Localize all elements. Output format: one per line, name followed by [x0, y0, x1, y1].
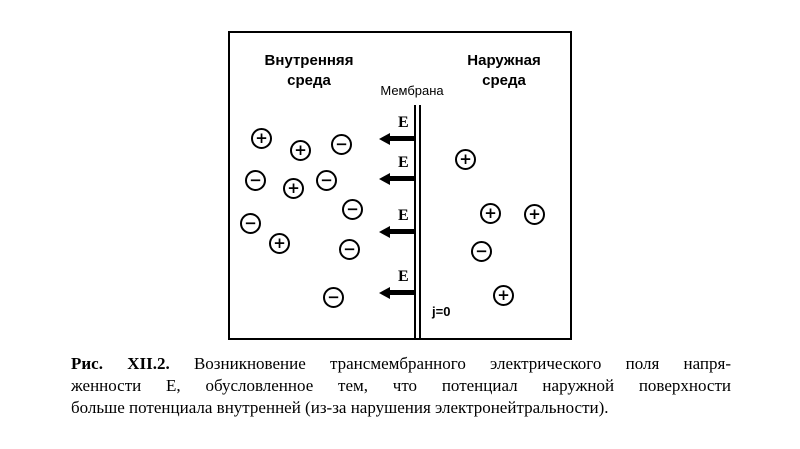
current-density-label: j=0: [432, 304, 451, 319]
positive-ion: +: [480, 203, 501, 224]
field-strength-label: E: [398, 114, 409, 131]
positive-ion: +: [290, 140, 311, 161]
arrowhead-icon: [379, 287, 390, 299]
caption-text-1: Возникновение трансмембранного электриче…: [193, 354, 731, 373]
negative-ion: −: [331, 134, 352, 155]
positive-ion: +: [283, 178, 304, 199]
positive-ion: +: [493, 285, 514, 306]
field-strength-label: E: [398, 207, 409, 224]
field-strength-label: E: [398, 268, 409, 285]
negative-ion: −: [471, 241, 492, 262]
caption-line-3: больше потенциала внутренней (из-за нару…: [71, 398, 609, 417]
caption-line-2: женности Е, обусловленное тем, что потен…: [71, 376, 731, 395]
positive-ion: +: [455, 149, 476, 170]
positive-ion: +: [524, 204, 545, 225]
negative-ion: −: [342, 199, 363, 220]
negative-ion: −: [323, 287, 344, 308]
figure-caption: Рис. XII.2. Возникновение трансмембранно…: [71, 353, 731, 419]
membrane-label: Мембрана: [380, 83, 444, 98]
figure-number: Рис. XII.2.: [71, 354, 170, 373]
outer-environment-label: Наружная среда: [467, 52, 541, 89]
arrow-shaft: [389, 136, 414, 141]
positive-ion: +: [251, 128, 272, 149]
caption-line-1: Рис. XII.2. Возникновение трансмембранно…: [71, 353, 731, 375]
arrow-shaft: [389, 229, 414, 234]
arrow-shaft: [389, 176, 414, 181]
diagram-box: Внутренняя среда Мембрана Наружная среда…: [228, 31, 572, 340]
arrowhead-icon: [379, 133, 390, 145]
negative-ion: −: [316, 170, 337, 191]
arrow-shaft: [389, 290, 414, 295]
arrowhead-icon: [379, 226, 390, 238]
membrane-line: [414, 105, 421, 338]
field-strength-label: E: [398, 154, 409, 171]
positive-ion: +: [269, 233, 290, 254]
negative-ion: −: [339, 239, 360, 260]
inner-environment-label: Внутренняя среда: [264, 52, 354, 89]
arrowhead-icon: [379, 173, 390, 185]
negative-ion: −: [240, 213, 261, 234]
negative-ion: −: [245, 170, 266, 191]
